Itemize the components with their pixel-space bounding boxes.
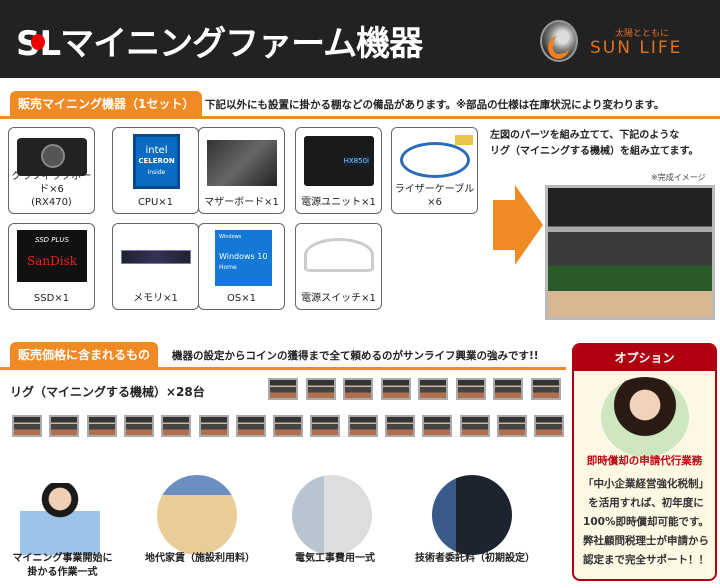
rig-icon [347, 415, 378, 437]
rig-icon [422, 415, 453, 437]
rig-icon [198, 415, 229, 437]
rig-icon [385, 415, 415, 437]
power-supply-icon: HX850i [304, 136, 374, 186]
section-note: 下記以外にも設置に掛かる棚などの備品があります。※部品の仕様は在庫状況により変わ… [205, 99, 665, 111]
included-item-label: 地代家賃（施設利用料） [145, 553, 255, 564]
engineer-photo [432, 475, 512, 555]
included-item-label: マイニング事業開始に 掛かる作業一式 [12, 553, 113, 578]
os-edition: Home [219, 264, 237, 271]
section-note: 機器の設定からコインの獲得まで全て頼めるのがサンライフ興業の強みです!! [172, 350, 539, 362]
cpu-model: CELERON [138, 157, 175, 165]
electrician-photo [292, 475, 372, 555]
part-card-power-switch: 電源スイッチ×1 [295, 223, 382, 310]
rig-icon [161, 415, 192, 437]
part-label: グラフィックボード×6 (RX470) [11, 171, 92, 208]
ssd-brand: SanDisk [27, 254, 77, 268]
staff-photo [20, 475, 100, 555]
os-top: Windows [219, 234, 242, 240]
rig-icon [496, 415, 527, 437]
part-label: SSD×1 [33, 293, 70, 304]
included-item-label: 電気工事費用一式 [295, 553, 375, 564]
arrow-icon [493, 200, 515, 250]
part-label: ライザーケーブル×6 [394, 184, 475, 208]
header-bar [0, 0, 720, 78]
rig-icon [459, 415, 490, 437]
rig-icon [235, 415, 266, 437]
rig-icon [310, 415, 341, 437]
section-divider [0, 367, 566, 370]
rig-icon [530, 378, 561, 400]
arrow-head-icon [515, 185, 543, 265]
completed-image-note: ※完成イメージ [651, 173, 706, 182]
part-label: メモリ×1 [133, 293, 178, 304]
cpu-brand: intel [145, 145, 168, 156]
part-label: 電源スイッチ×1 [301, 293, 376, 304]
ssd-icon: SSD PLUS SanDisk [17, 230, 87, 282]
option-subtitle: 即時償却の申請代行業務 [586, 455, 703, 467]
riser-cable-icon [400, 135, 473, 178]
consultant-photo [601, 377, 689, 457]
rig-icon [12, 415, 42, 437]
ssd-model: SSD PLUS [35, 236, 69, 244]
rig-icon [343, 378, 373, 400]
rig-icon [380, 378, 411, 400]
part-label: マザーボード×1 [204, 197, 279, 208]
cpu-sub: inside [147, 169, 166, 176]
logo-tagline: 太陽とともに [615, 29, 670, 39]
page-title: SLマイニングファーム機器 [16, 24, 423, 64]
os-name: Windows 10 [219, 252, 268, 261]
power-switch-icon [304, 238, 374, 272]
section-tab-mining-equipment: 販売マイニング機器（1セット） [10, 91, 203, 116]
part-card-power-supply: HX850i 電源ユニット×1 [295, 127, 382, 214]
included-item-label: 技術者委託料（初期設定） [415, 553, 535, 564]
option-panel: オプション 即時償却の申請代行業務 「中小企業経営強化税制」 を活用すれば、初年… [572, 343, 717, 581]
part-card-motherboard: マザーボード×1 [198, 127, 285, 214]
assembly-description: 左図のパーツを組み立てて、下記のような リグ（マイニングする機械）を組み立てます… [490, 130, 699, 157]
rig-count-label: リグ（マイニングする機械）×28台 [10, 385, 205, 399]
logo-name: SUN LIFE [590, 38, 683, 58]
section-divider [0, 116, 720, 119]
rig-icon [123, 415, 154, 437]
option-body: 「中小企業経営強化税制」 を活用すれば、初年度に 100%即時償却可能です。 弊… [583, 478, 709, 566]
psu-model: HX850i [342, 156, 370, 166]
sun-life-logo-icon [540, 20, 578, 62]
part-card-ssd: SSD PLUS SanDisk SSD×1 [8, 223, 95, 310]
part-card-graphics-card: グラフィックボード×6 (RX470) [8, 127, 95, 214]
graphics-card-icon [17, 138, 87, 176]
rig-icon [49, 415, 80, 437]
logo-dot-icon [31, 34, 45, 50]
rig-icon [534, 415, 565, 437]
part-label: CPU×1 [137, 197, 174, 208]
rig-icon [455, 378, 486, 400]
part-label: OS×1 [227, 293, 256, 304]
section-tab-included: 販売価格に含まれるもの [10, 342, 159, 367]
rig-icon [86, 415, 117, 437]
rig-icon [268, 378, 298, 400]
part-card-memory: メモリ×1 [112, 223, 199, 310]
part-label: 電源ユニット×1 [301, 197, 376, 208]
rig-icon [305, 378, 336, 400]
memory-icon [121, 250, 191, 264]
completed-rig-image [545, 185, 715, 320]
rig-icon [273, 415, 304, 437]
facility-photo [157, 475, 237, 555]
motherboard-icon [207, 140, 277, 186]
option-title: オプション [574, 345, 715, 371]
rig-icon [493, 378, 523, 400]
rig-icon [418, 378, 448, 400]
part-card-riser-cable: ライザーケーブル×6 [391, 127, 478, 214]
